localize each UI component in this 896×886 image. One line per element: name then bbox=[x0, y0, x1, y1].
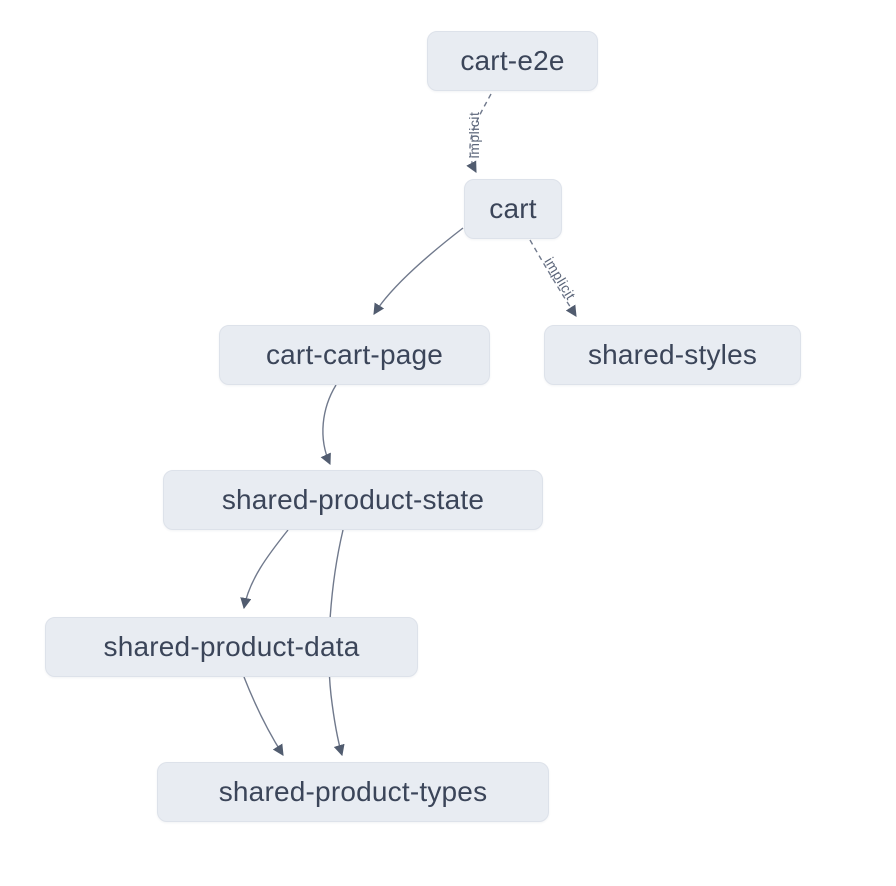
edge-cart-to-cart-cart-page bbox=[373, 227, 464, 315]
node-label: shared-product-types bbox=[218, 776, 488, 807]
graph-node-cart-e2e[interactable]: cart-e2e bbox=[427, 31, 598, 91]
edge-shared-product-data-to-shared-product-types bbox=[243, 676, 284, 756]
node-label: shared-styles bbox=[587, 339, 758, 370]
graph-node-shared-product-state[interactable]: shared-product-state bbox=[163, 470, 543, 530]
graph-node-cart[interactable]: cart bbox=[464, 179, 562, 239]
node-label: shared-product-state bbox=[221, 484, 485, 515]
edge-shared-product-state-to-shared-product-data bbox=[240, 529, 289, 610]
node-label: shared-product-data bbox=[103, 631, 360, 662]
edge-shared-product-state-to-shared-product-types bbox=[328, 529, 345, 757]
edge-cart-cart-page-to-shared-product-state bbox=[320, 384, 337, 466]
edge-cart-e2e-to-cart bbox=[466, 93, 492, 173]
graph-node-shared-product-types[interactable]: shared-product-types bbox=[157, 762, 549, 822]
node-label: cart bbox=[489, 193, 537, 224]
graph-node-cart-cart-page[interactable]: cart-cart-page bbox=[219, 325, 490, 385]
edge-label-implicit: implicit bbox=[466, 112, 482, 159]
graph-node-shared-styles[interactable]: shared-styles bbox=[544, 325, 801, 385]
edge-cart-to-shared-styles bbox=[529, 239, 577, 317]
node-label: cart-e2e bbox=[460, 45, 565, 76]
node-label: cart-cart-page bbox=[265, 339, 444, 370]
graph-node-shared-product-data[interactable]: shared-product-data bbox=[45, 617, 418, 677]
